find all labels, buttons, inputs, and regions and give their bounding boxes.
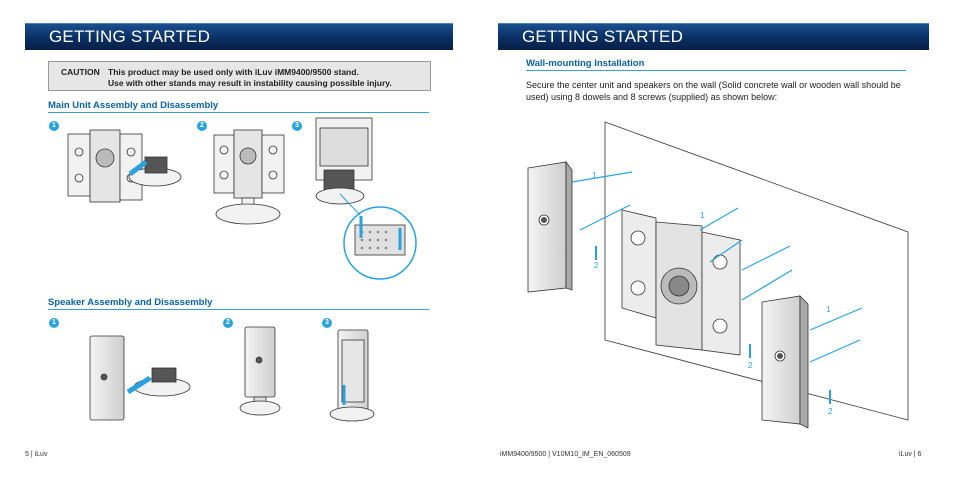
speaker-step-2-illustration [239, 326, 281, 416]
callout-1-left: 1 [592, 171, 597, 180]
speaker-step-2-badge: 2 [223, 318, 233, 328]
right-page-title: GETTING STARTED [522, 27, 684, 46]
speaker-step-3-illustration [329, 329, 375, 422]
main-unit-step-1-illustration [67, 129, 182, 203]
callout-1-center: 1 [700, 211, 705, 220]
main-step-3-badge: 3 [292, 121, 302, 131]
caution-label: CAUTION [61, 67, 100, 77]
speaker-step-1-illustration [89, 335, 191, 421]
speaker-heading: Speaker Assembly and Disassembly [48, 297, 213, 308]
wall-mount-illustration [527, 121, 909, 429]
callout-1-right: 1 [826, 305, 831, 314]
callout-2-center: 2 [748, 361, 753, 370]
main-unit-heading: Main Unit Assembly and Disassembly [48, 100, 219, 111]
main-unit-step-2-illustration [213, 129, 285, 225]
wall-mount-text-line-1: Secure the center unit and speakers on t… [526, 80, 901, 90]
main-unit-rule [48, 112, 429, 113]
wall-mount-rule [526, 70, 906, 71]
right-title-banner: GETTING STARTED [498, 23, 929, 50]
main-unit-step-3-illustration [315, 117, 417, 280]
speaker-step-1-badge: 1 [49, 318, 59, 328]
main-step-2-badge: 2 [197, 121, 207, 131]
left-footer: 5 | iLuv [25, 451, 48, 458]
caution-box: CAUTION This product may be used only wi… [48, 61, 431, 91]
callout-2-right: 2 [828, 407, 833, 416]
speaker-rule [48, 309, 429, 310]
left-page-title: GETTING STARTED [49, 27, 211, 46]
right-footer-page: iLuv | 6 [899, 451, 922, 458]
right-footer-center: iMM9400/9500 | V10M10_IM_EN_060509 [500, 451, 631, 458]
caution-line-1: This product may be used only with iLuv … [108, 67, 359, 77]
main-step-1-badge: 1 [49, 121, 59, 131]
wall-mount-heading: Wall-mounting Installation [526, 58, 645, 69]
speaker-step-3-badge: 3 [322, 318, 332, 328]
left-title-banner: GETTING STARTED [25, 23, 453, 50]
callout-2-left: 2 [594, 261, 599, 270]
wall-mount-text-line-2: used) using 8 dowels and 8 screws (suppl… [526, 92, 778, 102]
caution-line-2: Use with other stands may result in inst… [108, 78, 392, 88]
